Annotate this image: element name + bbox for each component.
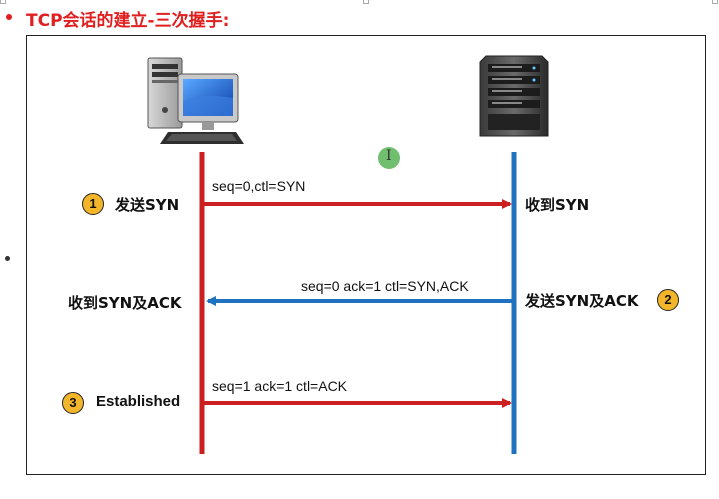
resize-handle-top-left[interactable] xyxy=(0,0,6,4)
resize-handle-top-center[interactable] xyxy=(363,0,369,4)
step-3-client-label: Established xyxy=(96,393,181,410)
step-1-message: seq=0,ctl=SYN xyxy=(212,178,306,194)
list-bullet xyxy=(5,256,10,261)
step-2-message: seq=0 ack=1 ctl=SYN,ACK xyxy=(301,278,469,294)
step-1-server-label: 收到SYN xyxy=(525,196,590,214)
step-2-badge: 2 xyxy=(657,289,679,311)
step-3-message: seq=1 ack=1 ctl=ACK xyxy=(212,378,348,394)
resize-handle-top-right[interactable] xyxy=(712,0,718,4)
desktop-computer-icon xyxy=(147,57,244,144)
server-tower-icon xyxy=(479,55,549,137)
step-2-server-label: 发送SYN及ACK xyxy=(525,292,639,310)
step-2-client-label: 收到SYN及ACK xyxy=(68,294,182,312)
i-beam-glyph: I xyxy=(386,148,392,164)
step-3-badge: 3 xyxy=(62,392,84,414)
text-cursor-icon xyxy=(378,147,400,169)
slide-title: TCP会话的建立-三次握手: xyxy=(26,11,230,31)
step-1-badge: 1 xyxy=(82,193,104,215)
title-bullet xyxy=(6,14,12,20)
step-1-client-label: 发送SYN xyxy=(115,196,180,214)
